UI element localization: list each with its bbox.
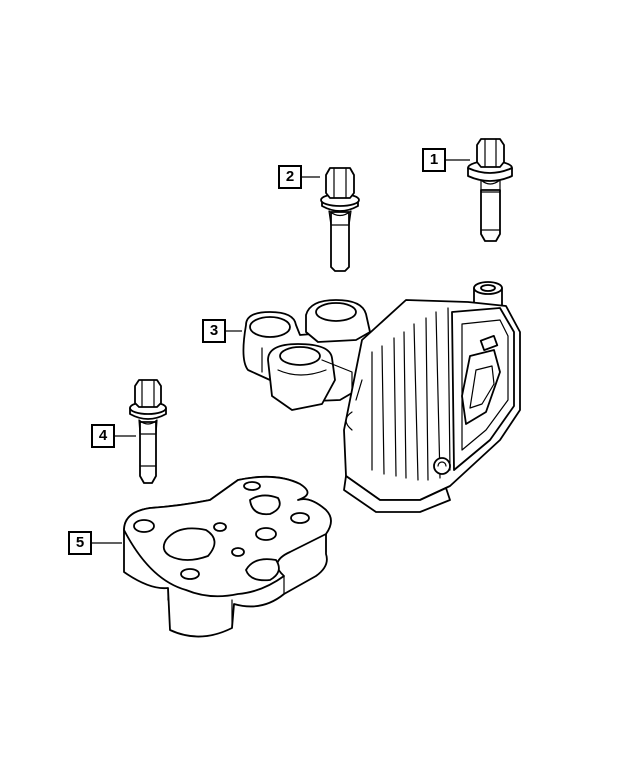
callout-1: 1 xyxy=(422,148,446,172)
engine-mount-bracket-icon xyxy=(242,281,521,513)
callout-5: 5 xyxy=(68,531,92,555)
mount-spacer-plate-icon xyxy=(123,475,332,638)
callout-2: 2 xyxy=(278,165,302,189)
flange-bolt-4-icon xyxy=(129,379,167,484)
flange-bolt-2-icon xyxy=(320,167,360,272)
callout-3: 3 xyxy=(202,319,226,343)
callout-4: 4 xyxy=(91,424,115,448)
flange-bolt-1-icon xyxy=(467,138,513,242)
